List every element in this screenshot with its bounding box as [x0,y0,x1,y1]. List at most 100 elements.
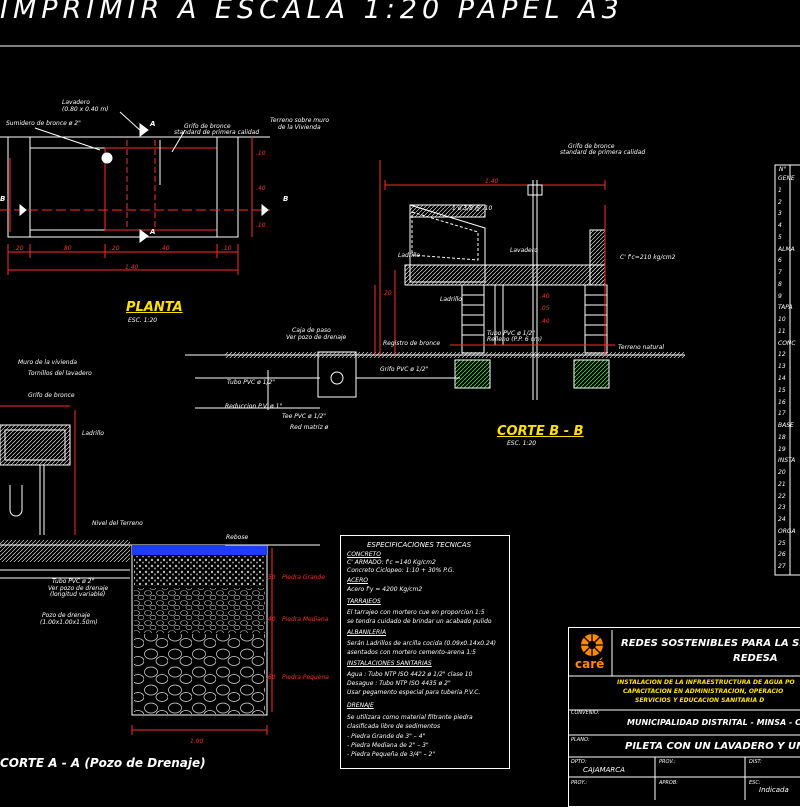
corte-bb-tubo-pvc: Tubo PVC ø 1/2" [227,379,276,386]
specs-line-0-1: Concreto Ciclopeo: 1:10 + 30% P.G. [347,567,455,574]
corte-aa-dim-1: .50 [266,574,276,581]
schedule-row-number: 6 [778,257,782,265]
section-mark-b-right: B [283,195,289,203]
schedule-row-number: 2 [778,198,782,206]
corte-bb-red: Red matriz ø [290,424,329,431]
corte-bb-lavadero: Lavadero [510,247,538,254]
corte-aa-bottom-dim: 1.00 [190,738,204,745]
schedule-row-number: 10 [778,316,786,324]
title-block-lines [568,630,800,800]
corte-bb-dim-4: .40 [540,318,550,325]
schedule-row-number: 14 [778,375,786,382]
corte-bb-dim-1: .20 [382,290,392,297]
specs-line-2-0: El tarrajeo con mortero cue en proporcio… [347,609,485,616]
corte-aa-ladrillo: Ladrillo [82,430,104,437]
corte-aa-pozo-dim: (1.00x1.00x1.50m) [40,619,98,626]
schedule-row-number: 18 [778,433,786,441]
planta-dim-1: .20 [14,245,24,252]
title-block-plano-label: PLANO: [571,737,590,743]
specs-heading-4: INSTALACIONES SANITARIAS [347,660,432,667]
corte-bb-tubo: Tubo PVC ø 1/2" [487,330,536,337]
planta-scale: ESC. 1:20 [128,317,158,324]
specs-heading-5: DRENAJE [347,702,374,709]
corte-bb-concreto: C' f'c=210 kg/cm2 [620,254,676,261]
corte-aa-tubo-3: (longitud variable) [50,591,106,598]
specs-line-4-1: Desague : Tubo NTP ISO 4435 ø 2" [347,680,451,687]
specs-line-3-0: Serán Ladrillos de arcilla cocida (0.09x… [347,640,496,647]
corte-aa-rebose: Rebose [226,534,249,541]
care-logo [581,634,603,656]
schedule-row-number: 13 [778,363,786,371]
planta-drawing [0,111,270,275]
corte-bb-ladrillo: Ladrillo [398,252,420,259]
specs-box: ESPECIFICACIONES TECNICAS CONCRETO C' AR… [340,535,510,769]
corte-bb-terreno: Terreno natural [618,344,665,351]
schedule-row-number: 11 [778,327,786,335]
title-block-proy-label: PROY.: [571,780,588,786]
corte-aa-tubo-2: Ver pozo de drenaje [48,585,109,592]
planta-dim-side-2: .40 [256,185,266,192]
schedule-group: TAPA [778,304,793,312]
corte-aa-tubo: Tubo PVC ø 2" [52,578,95,585]
planta-label-lavadero: Lavadero [62,99,90,106]
corte-aa-muro: Muro de la vivienda [18,359,78,366]
corte-bb-tee: Tee PVC ø 1/2" [282,413,327,420]
corte-bb-scale: ESC. 1:20 [507,440,537,447]
section-mark-b-left: B [0,195,6,203]
schedule-row-number: 15 [778,386,786,394]
specs-line-0-0: C' ARMADO: f'c =140 Kg/cm2 [347,559,436,566]
title-block-line2: REDESA [733,653,778,664]
corte-bb-grifo: Grifo de bronce [568,143,615,150]
corte-aa-dim-2: .40 [266,616,276,623]
corte-aa-title: CORTE A - A (Pozo de Drenaje) [0,756,206,770]
specs-line-1-0: Acero f'y = 4200 Kg/cm2 [347,586,423,593]
planta-dim-total: 1.40 [125,264,139,271]
schedule-row-number: 24 [778,516,786,524]
schedule-row-number: 4 [778,222,782,230]
corte-aa-nivel: Nivel del Terreno [92,520,143,527]
schedule-row-number: 12 [778,351,786,359]
schedule-row-number: 8 [778,280,782,288]
planta-label-terreno-2: de la Vivienda [278,124,321,131]
specs-heading-1: ACERO [347,577,368,584]
specs-line-4-2: Usar pegamento especial para tuberia P.V… [347,689,481,696]
schedule-row-number: 25 [778,539,786,547]
corte-bb-reduccion: Reduccion P.V. ø 1" [225,403,283,410]
corte-aa-pozo: Pozo de drenaje [42,612,91,619]
specs-line-2-1: se tendra cuidado de brindar un acabado … [347,618,492,625]
corte-bb-caja: Caja de paso [292,327,331,334]
specs-heading-0: CONCRETO [347,551,381,558]
corte-bb-registro: Registro de bronce [383,340,441,347]
corte-bb-dim-2: .40 [540,293,550,300]
title-block-convenio: MUNICIPALIDAD DISTRITAL - MINSA - C [627,718,800,727]
planta-dim-2: .80 [62,245,72,252]
schedule-row-number: 19 [778,445,786,453]
specs-line-5-3: - Piedra Mediana de 2" – 3" [347,742,429,749]
corte-bb-rebose: 1 ø 3/8 @ .10 [452,205,493,212]
title-block-dpto: CAJAMARCA [583,766,625,774]
schedule-row-number: 21 [778,480,786,488]
title-block-line1: REDES SOSTENIBLES PARA LA SEGU [621,638,800,649]
planta-dim-4: .40 [160,245,170,252]
schedule-row-number: 20 [778,469,786,477]
planta-label-terreno: Terreno sobre muro [270,117,330,124]
title-block-project-2: CAPACITACION EN ADMINISTRACION, OPERACIO [623,688,784,695]
schedule-header: N° [779,166,787,173]
care-logo-text: caré [575,657,605,671]
title-block-dpto-label: DPTO: [571,759,587,765]
schedule-row-number: 17 [778,410,786,418]
title-block-esc-label: ESC: [749,780,761,786]
corte-bb-caja-2: Ver pozo de drenaje [286,334,347,341]
schedule-group: ALMA [778,245,795,253]
planta-dim-side-1: .10 [256,150,266,157]
schedule-row-number: 22 [778,492,786,500]
corte-bb-dim-3: .05 [540,305,550,312]
specs-line-3-1: asentados con mortero cemento-arena 1:5 [347,649,476,656]
planta-label-grifo: Grifo de bronce [184,123,231,130]
section-mark-a-bottom: A [150,228,156,236]
schedule-table [774,164,800,576]
specs-line-5-4: - Piedra Pequeña de 3/4" – 2" [347,751,436,758]
title-block-project-1: INSTALACION DE LA INFRAESTRUCTURA DE AGU… [617,679,795,686]
specs-heading-3: ALBANILERIA [347,629,387,636]
